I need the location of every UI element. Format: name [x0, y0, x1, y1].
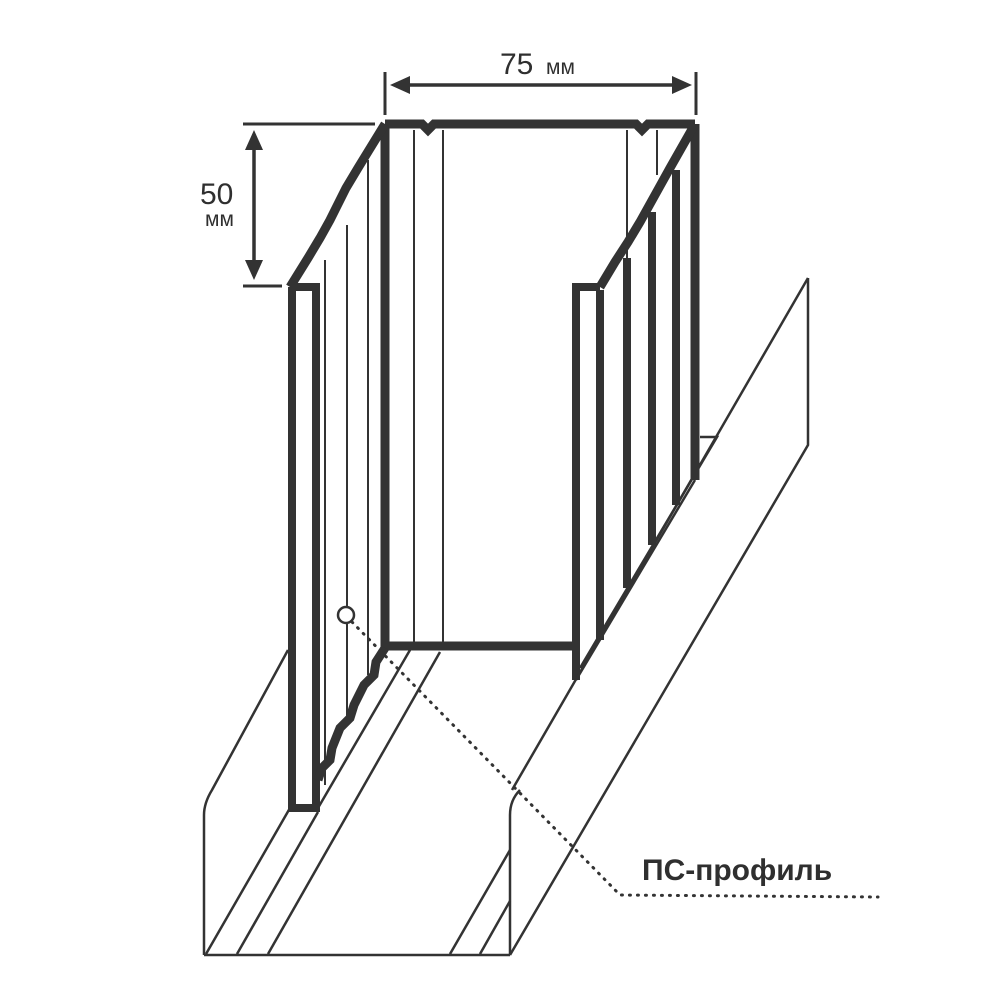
dimension-depth: 50 мм	[200, 122, 375, 288]
width-unit: мм	[546, 56, 575, 79]
stud-right-bottom-edge	[574, 479, 697, 681]
track-web-line-2	[235, 811, 320, 955]
stud-right-flange-top-edge	[596, 121, 699, 290]
depth-unit: мм	[205, 208, 234, 231]
arrow-up-icon	[245, 130, 263, 150]
track-right-front-face	[508, 789, 521, 955]
track-web-line-4	[448, 849, 512, 955]
arrow-left-icon	[390, 76, 410, 94]
track-web-line-6	[316, 649, 412, 809]
stud-left-flange-top-edge	[286, 121, 389, 290]
stud-right-lip	[572, 283, 600, 680]
arrow-right-icon	[672, 76, 692, 94]
track-web-line-5	[478, 900, 512, 955]
dimension-width: 75 мм	[383, 48, 698, 115]
track-left-flange-edge	[202, 649, 290, 955]
depth-value: 50	[200, 178, 233, 211]
track-web-line-3	[266, 651, 442, 955]
fastener-hole-icon	[336, 605, 356, 625]
stud-left-lip	[288, 283, 320, 812]
profile-label: ПС-профиль	[642, 854, 832, 887]
track-inner-back-edge	[578, 435, 720, 669]
track-right-flange-top-edge	[508, 278, 810, 956]
arrow-down-icon	[245, 260, 263, 280]
stud-top-edge	[385, 119, 695, 137]
stud-profile	[286, 119, 700, 812]
callout-leader-line	[350, 620, 880, 899]
width-value: 75	[500, 48, 533, 81]
track-profile	[202, 277, 810, 957]
stud-left-flange-bottom-edge	[313, 645, 389, 782]
track-web-line-1	[204, 807, 292, 955]
